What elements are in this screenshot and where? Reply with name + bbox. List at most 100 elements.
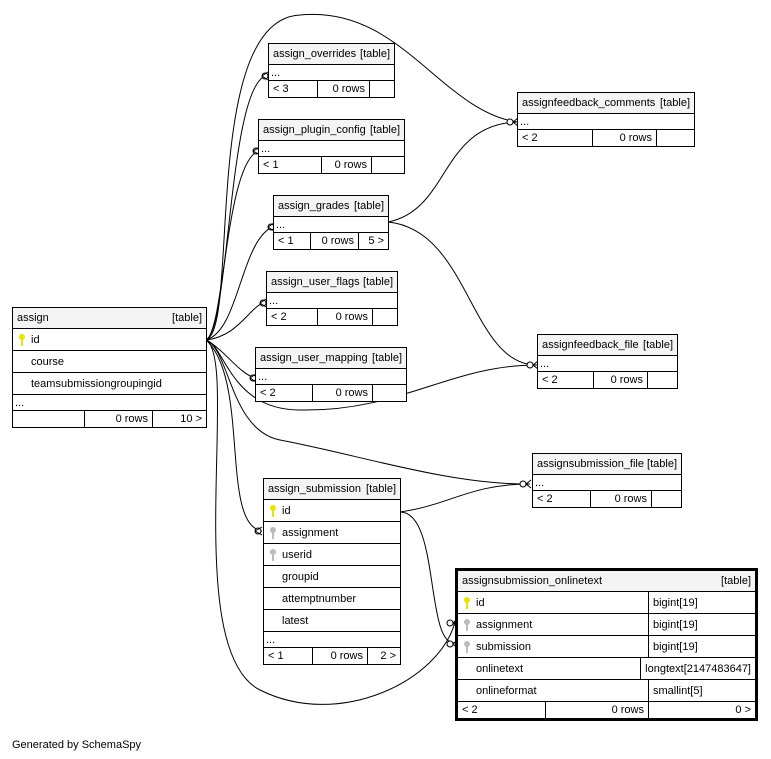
parent-count[interactable]: < 1 [268, 650, 284, 662]
table-kind: [table] [721, 575, 751, 587]
row-count: 0 rows [590, 491, 651, 507]
column-type: bigint[19] [648, 636, 755, 657]
row-count: 0 rows [312, 648, 367, 664]
column-row: assignment bigint[19] [458, 614, 755, 636]
edge-assign-to-assign-plugin-config [205, 149, 261, 341]
table-kind: [table] [363, 276, 393, 288]
edge-submission-to-onlinetext [399, 511, 456, 644]
table-title[interactable]: assignfeedback_comments [522, 97, 656, 109]
parent-count[interactable]: < 2 [542, 374, 558, 386]
crowsfoot-circle [446, 640, 454, 648]
table-header: assignsubmission_file [table] [533, 454, 681, 475]
edge-assign-to-assign-overrides [205, 74, 269, 341]
column-row[interactable]: latest [264, 610, 400, 632]
column-type: smallint[5] [648, 680, 755, 701]
more-columns-row: ... [538, 356, 677, 372]
column-row[interactable]: teamsubmissiongroupingid [13, 373, 206, 395]
table-header: assign_grades [table] [274, 196, 388, 217]
table-title[interactable]: assign_submission [268, 483, 361, 495]
table-kind: [table] [172, 312, 202, 324]
table-footer: < 2 0 rows [538, 372, 677, 388]
table-title[interactable]: assign_overrides [273, 48, 357, 60]
table-title[interactable]: assignfeedback_file [542, 339, 639, 351]
child-count[interactable]: 5 > [358, 233, 388, 249]
more-columns-row: ... [259, 141, 404, 157]
table-assignfeedback-comments[interactable]: assignfeedback_comments [table] ... < 2 … [517, 92, 695, 147]
table-assign-user-flags[interactable]: assign_user_flags [table] ... < 2 0 rows [266, 271, 398, 326]
table-kind: [table] [366, 483, 396, 495]
table-title: assignsubmission_onlinetext [462, 575, 603, 587]
parent-count[interactable]: < 3 [273, 83, 289, 95]
parent-count[interactable]: < 1 [278, 235, 294, 247]
column-row[interactable]: id [264, 500, 400, 522]
crowsfoot-circle [526, 361, 534, 369]
column-name: onlineformat [476, 684, 537, 697]
edge-grades-to-feedback-comments [387, 121, 518, 223]
table-assign-grades[interactable]: assign_grades [table] ... < 1 0 rows 5 > [273, 195, 389, 250]
table-title[interactable]: assign_plugin_config [263, 124, 366, 136]
column-name: attemptnumber [282, 592, 356, 605]
column-name: assignment [476, 618, 533, 631]
table-kind: [table] [660, 97, 690, 109]
foreign-key-icon [264, 548, 282, 561]
column-name: id [282, 504, 291, 517]
table-title[interactable]: assign [17, 312, 49, 324]
table-assignfeedback-file[interactable]: assignfeedback_file [table] ... < 2 0 ro… [537, 334, 678, 389]
child-count [647, 372, 677, 388]
column-row: onlinetext longtext[2147483647] [458, 658, 755, 680]
table-header: assignsubmission_onlinetext [table] [458, 571, 755, 592]
parent-count[interactable]: < 1 [263, 159, 279, 171]
row-count: 0 rows [312, 385, 372, 401]
parent-count[interactable]: < 2 [462, 704, 478, 716]
table-footer: < 3 0 rows [269, 81, 394, 97]
table-assign[interactable]: assign [table] id course teamsubmissiong… [12, 307, 207, 428]
column-name: assignment [282, 526, 339, 539]
table-footer: < 2 0 rows 0 > [458, 702, 755, 718]
edge-assign-to-feedback-file [205, 339, 538, 411]
column-row[interactable]: id [13, 329, 206, 351]
table-assignsubmission-onlinetext[interactable]: assignsubmission_onlinetext [table] id b… [455, 568, 758, 721]
child-count[interactable]: 2 > [367, 648, 400, 664]
edge-submission-to-submission-file [399, 483, 531, 513]
table-title[interactable]: assign_user_mapping [260, 352, 368, 364]
table-header: assignfeedback_file [table] [538, 335, 677, 356]
column-row[interactable]: attemptnumber [264, 588, 400, 610]
more-columns-row: ... [256, 369, 406, 385]
column-row: submission bigint[19] [458, 636, 755, 658]
column-row[interactable]: userid [264, 544, 400, 566]
column-row: onlineformat smallint[5] [458, 680, 755, 702]
column-name: id [476, 596, 485, 609]
column-row[interactable]: assignment [264, 522, 400, 544]
table-assignsubmission-file[interactable]: assignsubmission_file [table] ... < 2 0 … [532, 453, 682, 508]
parent-count[interactable]: < 2 [537, 493, 553, 505]
parent-count[interactable]: < 2 [260, 387, 276, 399]
child-count [651, 491, 681, 507]
table-assign-plugin-config[interactable]: assign_plugin_config [table] ... < 1 0 r… [258, 119, 405, 174]
parent-count[interactable]: < 2 [271, 311, 287, 323]
table-footer: < 2 0 rows [256, 385, 406, 401]
child-count [656, 130, 694, 146]
column-row[interactable]: groupid [264, 566, 400, 588]
table-title[interactable]: assignsubmission_file [537, 458, 644, 470]
table-kind: [table] [354, 200, 384, 212]
column-name: id [31, 333, 40, 346]
table-footer: < 2 0 rows [533, 491, 681, 507]
table-header: assign_user_mapping [table] [256, 348, 406, 369]
more-columns-row: ... [269, 65, 394, 81]
table-assign-submission[interactable]: assign_submission [table] id assignment … [263, 478, 401, 665]
table-assign-user-mapping[interactable]: assign_user_mapping [table] ... < 2 0 ro… [255, 347, 407, 402]
parent-count [13, 411, 84, 427]
child-count [372, 385, 406, 401]
column-row[interactable]: course [13, 351, 206, 373]
table-assign-overrides[interactable]: assign_overrides [table] ... < 3 0 rows [268, 43, 395, 98]
table-footer: < 2 0 rows [267, 309, 397, 325]
table-title[interactable]: assign_user_flags [271, 276, 360, 288]
parent-count[interactable]: < 2 [522, 132, 538, 144]
table-footer: < 1 0 rows [259, 157, 404, 173]
edge-assign-to-onlinetext [205, 339, 456, 705]
row-count: 0 rows [545, 702, 648, 718]
table-title[interactable]: assign_grades [278, 200, 350, 212]
table-header: assign_overrides [table] [269, 44, 394, 65]
crowsfoot-circle [506, 118, 514, 126]
child-count[interactable]: 10 > [152, 411, 206, 427]
